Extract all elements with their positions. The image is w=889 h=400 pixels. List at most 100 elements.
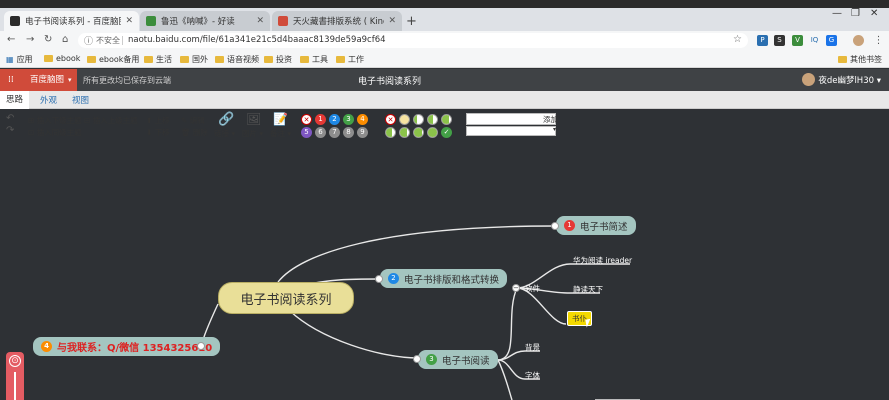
bookmark-star-icon[interactable]: ☆ bbox=[733, 34, 742, 45]
node-contact[interactable]: 4 与我联系：Q/微信 1354325610 bbox=[33, 337, 221, 356]
chevron-down-icon: ▾ bbox=[876, 76, 881, 86]
insert-sibling-button[interactable]: ⊡ 插入同级主题 bbox=[28, 128, 82, 137]
progress-0-icon[interactable] bbox=[399, 114, 410, 125]
tab-naotu[interactable]: 电子书阅读系列 - 百度脑图 ✕ bbox=[4, 11, 139, 31]
window-close-icon[interactable]: ✕ bbox=[870, 8, 879, 19]
priority-1-button[interactable]: 1 bbox=[315, 114, 326, 125]
collapse-toggle[interactable] bbox=[197, 342, 205, 350]
note-button[interactable]: 备注 ▾ bbox=[270, 129, 292, 138]
node-jingdu[interactable]: 静读天下 bbox=[573, 285, 603, 294]
back-icon[interactable]: ← bbox=[7, 34, 16, 45]
remove-priority-icon[interactable]: ✕ bbox=[301, 114, 312, 125]
collapse-toggle[interactable]: − bbox=[512, 284, 520, 292]
priority-8-button[interactable]: 8 bbox=[343, 127, 354, 138]
priority-5-button[interactable]: 5 bbox=[301, 127, 312, 138]
tab-tianhuo[interactable]: 天火藏書排版系统 ( Kindle/NO ✕ bbox=[272, 11, 402, 31]
close-icon[interactable]: ✕ bbox=[125, 16, 133, 26]
node-ebook-intro[interactable]: 1 电子书简述 bbox=[556, 216, 636, 235]
document-title[interactable]: 电子书阅读系列 bbox=[358, 77, 422, 87]
close-icon[interactable]: ✕ bbox=[388, 16, 396, 26]
link-icon[interactable]: 🔗 bbox=[218, 112, 235, 127]
remove-progress-icon[interactable]: ✕ bbox=[385, 114, 396, 125]
extension-v-icon[interactable]: V bbox=[792, 35, 803, 46]
maximize-icon[interactable]: ❐ bbox=[851, 8, 860, 19]
node-font[interactable]: 字体 bbox=[525, 371, 540, 380]
image-icon[interactable]: 🖼 bbox=[246, 112, 262, 126]
add-tag-button[interactable]: 添加 bbox=[543, 115, 558, 124]
brand-menu-button[interactable]: ⁞⁞ 百度脑图▾ bbox=[0, 69, 77, 91]
zoom-control[interactable]: ⊙ bbox=[6, 352, 24, 400]
node-reading[interactable]: 3 电子书阅读 bbox=[418, 350, 498, 369]
extension-g-icon[interactable]: G bbox=[826, 35, 837, 46]
priority-3-button[interactable]: 3 bbox=[343, 114, 354, 125]
chevron-down-icon[interactable]: ▾ bbox=[553, 126, 557, 133]
node-shupu-selected[interactable]: 书仆 bbox=[567, 311, 592, 326]
zoom-slider[interactable] bbox=[14, 372, 16, 400]
locate-icon[interactable]: ⊙ bbox=[9, 355, 21, 367]
bookmark-ebook[interactable]: ebook bbox=[44, 54, 80, 63]
mindmap-canvas[interactable]: 电子书阅读系列 1 电子书简述 2 电子书排版和格式转换 3 电子书阅读 4 与… bbox=[0, 144, 889, 400]
forward-icon[interactable]: → bbox=[26, 34, 35, 45]
priority-2-button[interactable]: 2 bbox=[329, 114, 340, 125]
insert-parent-button[interactable]: ⊟ 插入上级主题 bbox=[84, 116, 138, 125]
progress-5-icon[interactable] bbox=[399, 127, 410, 138]
node-typesetting[interactable]: 2 电子书排版和格式转换 bbox=[380, 269, 508, 288]
tab-view[interactable]: 视图 bbox=[72, 96, 90, 106]
node-software[interactable]: 软件 bbox=[525, 284, 540, 293]
image-button[interactable]: 图片 ▾ bbox=[242, 129, 264, 138]
collapse-toggle[interactable] bbox=[375, 275, 383, 283]
bookmark-apps[interactable]: ▦应用 bbox=[6, 55, 33, 64]
link-button[interactable]: 链接 ▾ bbox=[214, 129, 236, 138]
profile-avatar-icon[interactable] bbox=[853, 35, 864, 46]
node-background[interactable]: 背景 bbox=[525, 343, 540, 352]
tab-idea[interactable]: 思路 bbox=[0, 91, 30, 109]
edit-button[interactable]: ✎ 编辑 bbox=[181, 116, 205, 125]
more-menu-icon[interactable]: ⋮ bbox=[873, 35, 884, 46]
priority-4-button[interactable]: 4 bbox=[357, 114, 368, 125]
progress-6-icon[interactable] bbox=[413, 127, 424, 138]
extension-s-icon[interactable]: S bbox=[774, 35, 785, 46]
reload-icon[interactable]: ↻ bbox=[44, 34, 53, 45]
extension-iq-icon[interactable]: IQ bbox=[810, 36, 819, 44]
progress-1-icon[interactable] bbox=[413, 114, 424, 125]
progress-4-icon[interactable] bbox=[385, 127, 396, 138]
priority-9-button[interactable]: 9 bbox=[357, 127, 368, 138]
tab-haodoo[interactable]: 鲁迅《呐喊》- 好读 ✕ bbox=[140, 11, 270, 31]
move-down-button[interactable]: ⬇ 下移 bbox=[146, 128, 170, 137]
minimize-icon[interactable]: — bbox=[832, 8, 842, 19]
bookmark-work[interactable]: 工作 bbox=[336, 54, 364, 65]
tag-list[interactable] bbox=[466, 126, 556, 136]
bookmark-abroad[interactable]: 国外 bbox=[180, 54, 208, 65]
insert-child-button[interactable]: ⊞ 插入下级主题 bbox=[28, 116, 82, 125]
bookmark-other[interactable]: 其他书签 bbox=[838, 54, 882, 65]
node-ireader[interactable]: 华为阅读 ireader bbox=[573, 256, 633, 265]
redo-icon[interactable]: ↷ bbox=[6, 125, 15, 136]
collapse-toggle[interactable] bbox=[413, 355, 421, 363]
delete-button[interactable]: 🗑 删除 bbox=[181, 128, 208, 137]
close-icon[interactable]: ✕ bbox=[256, 16, 264, 26]
bookmark-invest[interactable]: 投资 bbox=[264, 54, 292, 65]
undo-icon[interactable]: ↶ bbox=[6, 113, 15, 124]
progress-done-icon[interactable]: ✓ bbox=[441, 127, 452, 138]
move-up-button[interactable]: ⬆ 上移 bbox=[146, 116, 170, 125]
collapse-toggle[interactable] bbox=[551, 222, 559, 230]
priority-7-button[interactable]: 7 bbox=[329, 127, 340, 138]
note-icon[interactable]: 📝 bbox=[273, 112, 288, 126]
bookmark-tools[interactable]: 工具 bbox=[300, 54, 328, 65]
progress-3-icon[interactable] bbox=[441, 114, 452, 125]
bookmark-life[interactable]: 生活 bbox=[144, 54, 172, 65]
progress-2-icon[interactable] bbox=[427, 114, 438, 125]
extension-p-icon[interactable]: P bbox=[757, 35, 768, 46]
new-tab-button[interactable]: + bbox=[406, 14, 417, 29]
url-input[interactable]: ⓘ 不安全 naotu.baidu.com/file/61a341e21c5d4… bbox=[78, 33, 748, 48]
bookmark-ebook-backup[interactable]: ebook备用 bbox=[87, 54, 139, 65]
user-menu[interactable]: 夜de幽梦lH30 ▾ bbox=[802, 73, 881, 86]
tab-appearance[interactable]: 外观 bbox=[40, 96, 58, 106]
mindmap-root-node[interactable]: 电子书阅读系列 bbox=[218, 282, 354, 314]
bookmark-media[interactable]: 语音视频 bbox=[215, 54, 259, 65]
info-icon[interactable]: ⓘ bbox=[84, 37, 94, 47]
progress-7-icon[interactable] bbox=[427, 127, 438, 138]
home-icon[interactable]: ⌂ bbox=[62, 34, 69, 45]
tag-input[interactable] bbox=[466, 113, 556, 125]
priority-6-button[interactable]: 6 bbox=[315, 127, 326, 138]
